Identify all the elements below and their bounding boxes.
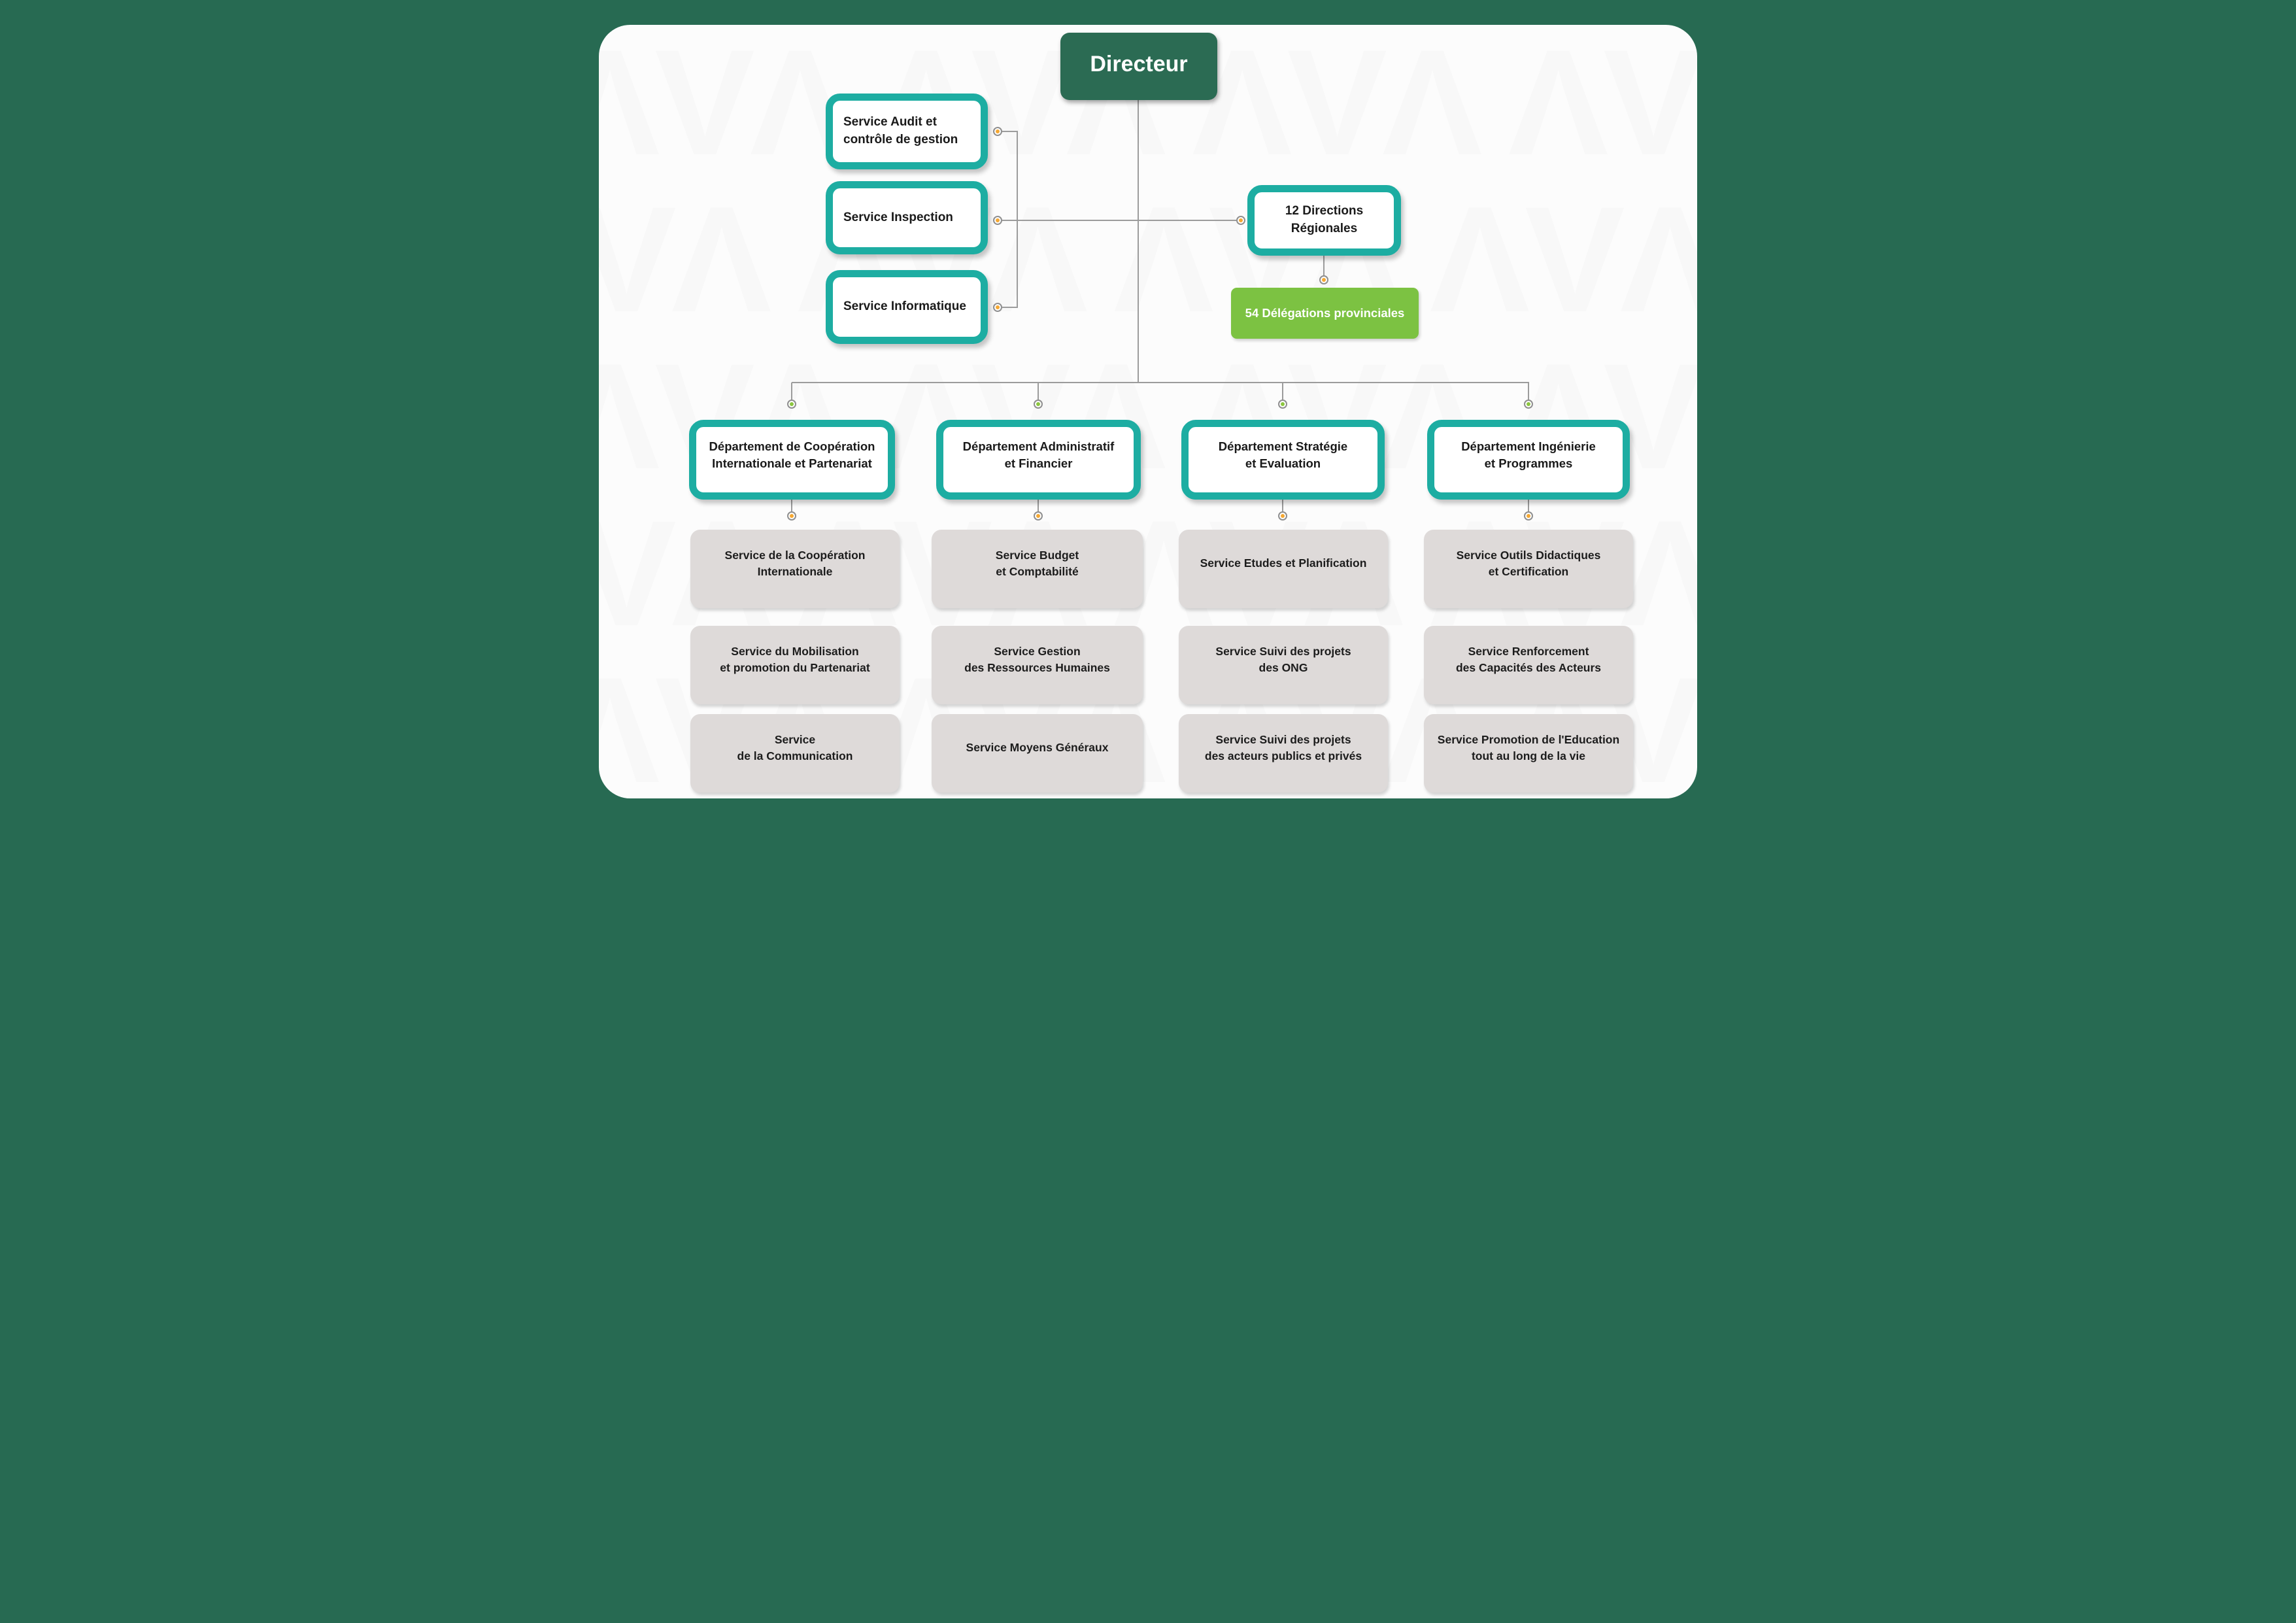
connector-dot-green [787,400,796,409]
dept-administratif-label: Département Administratif et Financier [962,439,1115,470]
connector-directions-drop [1323,256,1325,276]
node-service-inspection: Service Inspection [826,181,988,254]
service-label: Service Suivi des projets des acteurs pu… [1204,732,1362,762]
dept-cooperation-label: Département de Coopération International… [709,439,875,470]
node-service-promotion-education: Service Promotion de l'Education tout au… [1424,714,1633,793]
service-label: Service Gestion des Ressources Humaines [964,644,1110,674]
node-service-moyens-generaux: Service Moyens Généraux [932,714,1143,793]
delegations-provinciales-label: 54 Délégations provinciales [1245,306,1405,320]
node-dept-cooperation: Département de Coopération International… [689,420,895,500]
connector-dept-drop [1528,383,1529,400]
service-label: Service de la Coopération Internationale [724,548,866,578]
node-service-mobilisation-partenariat: Service du Mobilisation et promotion du … [690,626,900,704]
node-dept-strategie: Département Stratégie et Evaluation [1181,420,1385,500]
connector-dot-orange [1319,275,1328,284]
connector-dot-green [1034,400,1043,409]
connector-dot-orange [993,127,1002,136]
node-service-communication: Service de la Communication [690,714,900,793]
connector-dept-drop [1038,383,1039,400]
node-directions-regionales: 12 Directions Régionales [1247,185,1401,256]
connector-service-drop [791,500,792,512]
connector-staff-stub [1002,307,1018,308]
node-service-ressources-humaines: Service Gestion des Ressources Humaines [932,626,1143,704]
service-label: Service du Mobilisation et promotion du … [720,644,870,674]
service-label: Service Suivi des projets des ONG [1215,644,1351,674]
node-service-suivi-ong: Service Suivi des projets des ONG [1179,626,1388,704]
node-service-audit: Service Audit et contrôle de gestion [826,94,988,169]
connector-dot-green [1524,400,1533,409]
node-service-informatique: Service Informatique [826,270,988,344]
connector-service-drop [1528,500,1529,512]
service-inspection-label: Service Inspection [843,210,953,224]
service-label: Service Budget et Comptabilité [995,548,1079,578]
connector-service-drop [1038,500,1039,512]
connector-dot-orange [993,216,1002,225]
connector-staff-bracket [1017,131,1018,307]
connector-staff-stub [1002,131,1018,132]
directions-regionales-label: 12 Directions Régionales [1285,204,1364,235]
connector-service-drop [1282,500,1283,512]
node-delegations-provinciales: 54 Délégations provinciales [1231,288,1419,339]
connector-dot-orange [1278,511,1287,521]
connector-dot-orange [1236,216,1245,225]
connector-dot-orange [993,303,1002,312]
connector-dept-drop [791,383,792,400]
service-informatique-label: Service Informatique [843,299,966,314]
service-label: Service Moyens Généraux [966,741,1109,755]
connector-staff-to-regional [1002,220,1238,221]
node-service-suivi-acteurs: Service Suivi des projets des acteurs pu… [1179,714,1388,793]
connector-directeur-vertical [1138,100,1139,383]
node-directeur: Directeur [1060,33,1217,100]
node-dept-administratif: Département Administratif et Financier [936,420,1141,500]
node-service-outils-didactiques: Service Outils Didactiques et Certificat… [1424,530,1633,608]
connector-dot-orange [787,511,796,521]
connector-dept-drop [1282,383,1283,400]
service-label: Service Outils Didactiques et Certificat… [1456,548,1601,578]
node-service-cooperation-internationale: Service de la Coopération Internationale [690,530,900,608]
watermark-row: ΛVΛ ΛVΛ ΛVΛ ΛVΛ ΛVΛ ΛVΛ ΛVΛ ΛVΛ ΛVΛ [599,184,1697,335]
node-dept-ingenierie: Département Ingénierie et Programmes [1427,420,1630,500]
node-service-etudes-planification: Service Etudes et Planification [1179,530,1388,608]
dept-strategie-label: Département Stratégie et Evaluation [1218,439,1348,470]
connector-distribution [792,382,1529,383]
directeur-label: Directeur [1090,52,1188,77]
service-label: Service de la Communication [737,732,853,762]
service-label: Service Promotion de l'Education tout au… [1437,732,1620,762]
service-label: Service Renforcement des Capacités des A… [1455,644,1602,674]
connector-dot-orange [1524,511,1533,521]
dept-ingenierie-label: Département Ingénierie et Programmes [1461,439,1596,470]
node-service-budget-comptabilite: Service Budget et Comptabilité [932,530,1143,608]
service-audit-label: Service Audit et contrôle de gestion [843,115,958,146]
service-label: Service Etudes et Planification [1200,556,1367,570]
connector-dot-orange [1034,511,1043,521]
org-chart: ΛVΛ ΛVΛ ΛVΛ ΛVΛ ΛVΛ ΛVΛ ΛVΛ ΛVΛ ΛVΛ ΛVΛ … [574,0,1722,811]
node-service-renforcement-capacites: Service Renforcement des Capacités des A… [1424,626,1633,704]
connector-dot-green [1278,400,1287,409]
